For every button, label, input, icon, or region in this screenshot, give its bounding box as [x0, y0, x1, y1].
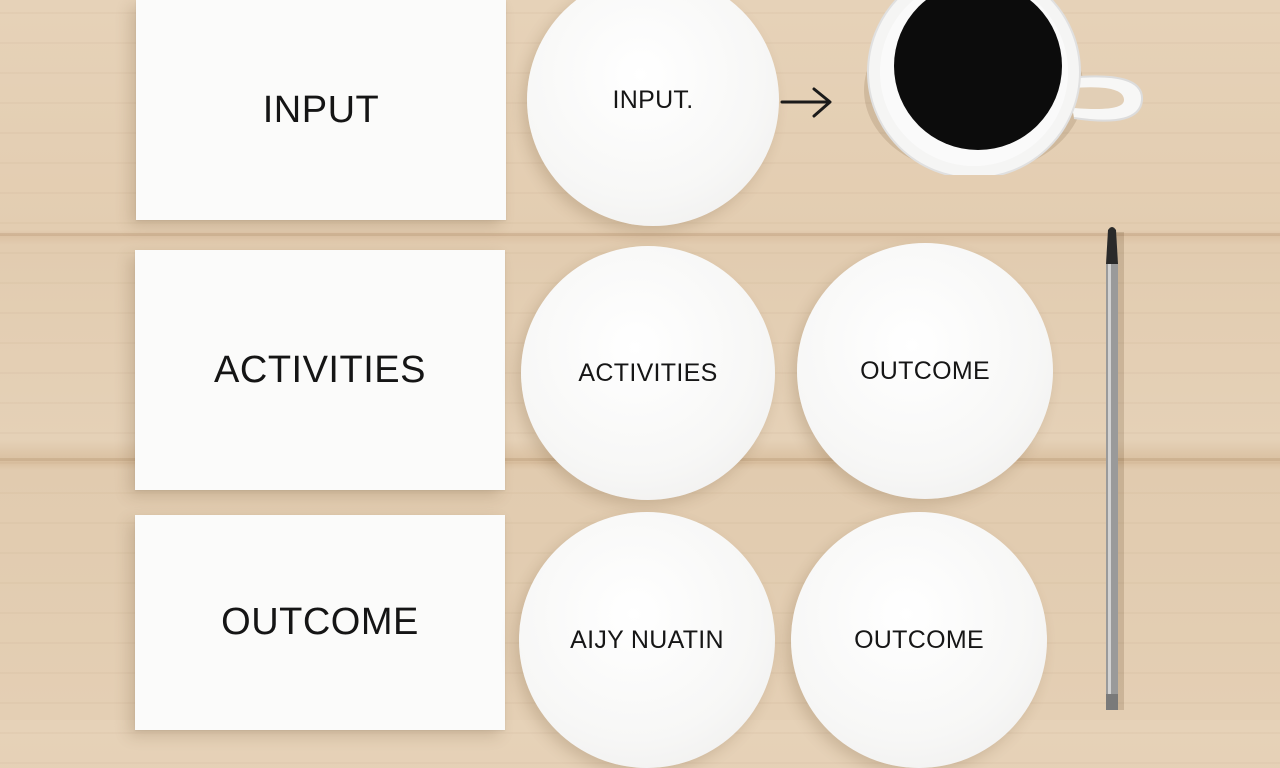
- outcome-disc-row3-label: OUTCOME: [854, 625, 984, 654]
- input-card: INPUT: [136, 0, 506, 220]
- garbled-disc-label: AIJY NUATIN: [570, 625, 724, 654]
- activities-card: ACTIVITIES: [135, 250, 505, 490]
- activities-card-label: ACTIVITIES: [214, 348, 426, 391]
- input-disc-label: INPUT.: [612, 85, 694, 114]
- outcome-disc-row2: OUTCOME: [797, 243, 1053, 499]
- arrow-right-icon: [780, 87, 832, 118]
- input-card-label: INPUT: [262, 88, 380, 131]
- pencil-icon: [1106, 227, 1124, 710]
- outcome-card-label: OUTCOME: [221, 601, 419, 643]
- garbled-disc: AIJY NUATIN: [519, 512, 775, 768]
- coffee-cup-icon: [864, 0, 1144, 175]
- outcome-disc-row2-label: OUTCOME: [860, 356, 990, 385]
- outcome-disc-row3: OUTCOME: [791, 512, 1047, 768]
- activities-disc: ACTIVITIES: [521, 246, 775, 500]
- activities-disc-label: ACTIVITIES: [578, 358, 718, 387]
- input-disc: INPUT.: [527, 0, 779, 226]
- wood-seam: [0, 233, 1280, 236]
- outcome-card: OUTCOME: [135, 515, 505, 730]
